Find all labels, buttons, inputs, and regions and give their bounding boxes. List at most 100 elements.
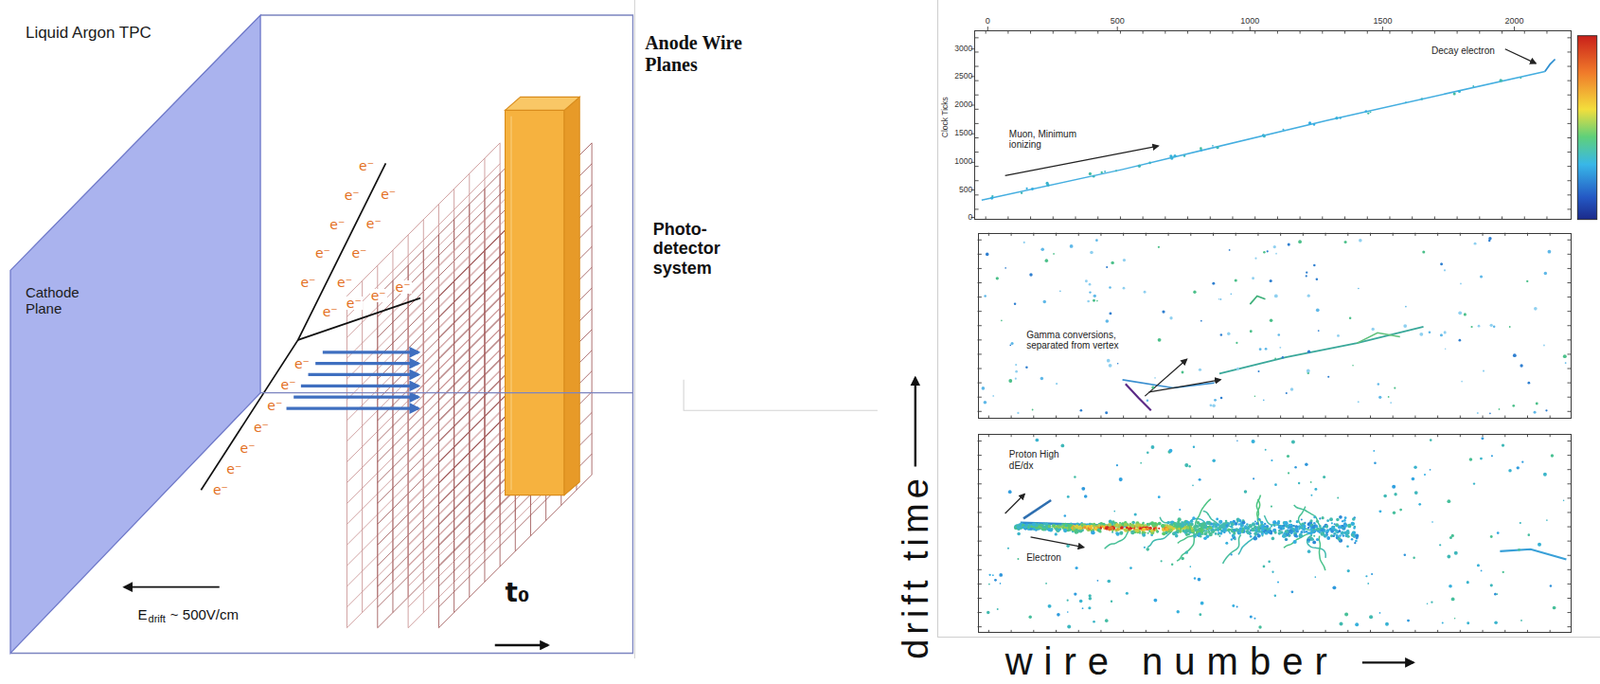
hit-dot (1092, 175, 1096, 178)
hit-dot (1155, 523, 1158, 527)
hit-dot (1288, 519, 1292, 523)
hit-dot (1242, 520, 1246, 525)
hit-dot (1022, 526, 1025, 529)
hit-dot (1108, 311, 1112, 315)
hit-dot (1353, 541, 1356, 544)
hit-dot (1344, 240, 1348, 244)
hit-dot (1293, 539, 1298, 544)
hit-dot (1066, 495, 1070, 498)
hit-dot (1129, 566, 1133, 569)
node-text: Cathode Plane (25, 284, 92, 318)
hit-dot (1175, 522, 1179, 526)
hit-dot (1201, 531, 1205, 534)
hit-dot (1088, 283, 1092, 286)
hit-dot (1253, 535, 1258, 540)
hit-dot (1336, 496, 1339, 498)
isolated-track (1499, 549, 1566, 560)
hit-dot (1451, 596, 1456, 601)
hit-dot (1262, 399, 1265, 402)
hit-dot (1474, 242, 1477, 246)
hit-dot (1040, 248, 1045, 252)
axis-tick-number: 1000 (954, 157, 973, 167)
hit-dot (1266, 530, 1270, 534)
hit-dot (1136, 522, 1140, 527)
hit-dot (1064, 514, 1067, 517)
hit-dot (1215, 145, 1219, 149)
hit-dot (1188, 464, 1191, 467)
hit-dot (981, 386, 986, 391)
hit-dot (1160, 523, 1165, 528)
hit-dot (1199, 527, 1204, 532)
hit-dot (1088, 596, 1092, 600)
hit-dot (1469, 457, 1474, 462)
field-label: E (138, 605, 148, 623)
hit-dot (1248, 532, 1252, 535)
hit-dot (1274, 594, 1277, 597)
hit-dot (1137, 164, 1141, 168)
hit-dot (1305, 274, 1308, 277)
hit-dot (1315, 575, 1317, 578)
electron-symbol: e⁻ (225, 462, 243, 476)
hit-dot (1170, 156, 1174, 160)
hit-dot (1092, 524, 1096, 528)
hit-dot (1460, 380, 1463, 383)
hit-dot (1087, 605, 1091, 609)
shower-branch (1192, 498, 1210, 531)
hit-dot (985, 252, 990, 257)
hit-dot (1352, 534, 1356, 538)
hit-dot (1008, 489, 1013, 494)
drift-arrow (315, 361, 419, 365)
tpc-volume-box: Liquid Argon TPCCathode Plane (10, 15, 633, 654)
hit-dot (1014, 370, 1018, 374)
hit-dot (1090, 530, 1095, 534)
hit-dot (1479, 274, 1483, 278)
hit-dot (1307, 526, 1310, 529)
axis-tick-number: 2000 (1504, 16, 1524, 26)
callout-arrow (1005, 145, 1159, 176)
hit-dot (1105, 266, 1108, 268)
hit-dot (1448, 584, 1453, 588)
hit-dot (1332, 533, 1335, 537)
hit-dot (1198, 368, 1202, 372)
hit-dot (1226, 332, 1230, 336)
hit-dot (1443, 268, 1446, 271)
hit-dot (1459, 283, 1462, 285)
hit-dot (1223, 529, 1226, 532)
hit-dot (1239, 531, 1243, 534)
electron-symbol: e⁻ (300, 275, 318, 289)
hit-dot (1385, 622, 1389, 626)
hit-dot (1472, 85, 1475, 88)
hit-dot (1141, 521, 1145, 525)
hit-dot (1543, 344, 1546, 347)
hit-dot (1130, 530, 1135, 534)
hit-dot (1533, 410, 1537, 414)
electron-symbol: e⁻ (266, 398, 284, 412)
hit-dot (1286, 454, 1290, 458)
hit-dot (1233, 537, 1236, 540)
hit-dot (1220, 396, 1224, 400)
hit-dot (1048, 528, 1051, 532)
hit-dot (1354, 539, 1358, 543)
hit-dot (1095, 238, 1099, 242)
hit-dot (1178, 508, 1181, 511)
hit-dot (1313, 264, 1316, 267)
hit-dot (1277, 519, 1280, 523)
hit-dot (1441, 621, 1444, 623)
hit-dot (986, 610, 990, 614)
hit-dot (1354, 622, 1359, 626)
hit-dot (1043, 300, 1047, 303)
hit-dot (1315, 277, 1319, 281)
hit-dot (1313, 123, 1316, 125)
hit-dot (1319, 531, 1324, 535)
hit-dot (1440, 333, 1443, 337)
hit-dot (1309, 518, 1313, 522)
hit-dot (1351, 516, 1356, 521)
hit-dot (1351, 364, 1354, 367)
hit-dot (1370, 572, 1373, 575)
hit-dot (1547, 249, 1552, 254)
hit-dot (1491, 454, 1494, 457)
hit-dot (1146, 399, 1150, 403)
hit-dot (1333, 527, 1336, 531)
hit-dot (1104, 618, 1109, 623)
hit-dot (1552, 605, 1557, 610)
